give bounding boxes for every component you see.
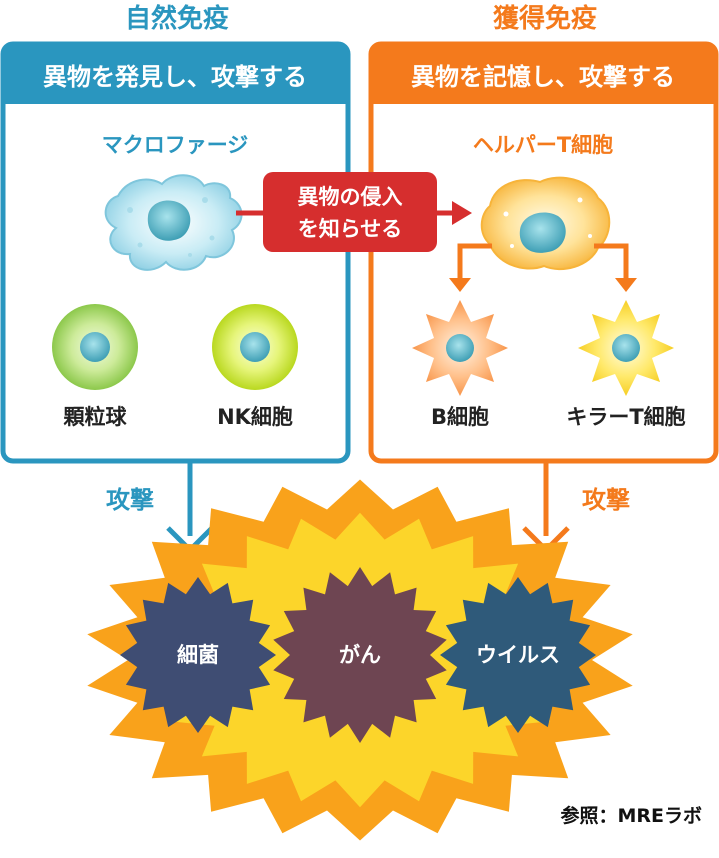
innate-banner: 異物を発見し、攻撃する: [43, 63, 307, 91]
acquired-banner: 異物を記憶し、攻撃する: [411, 63, 675, 91]
helper-t-cell-icon: [480, 176, 611, 271]
macrophage-cell-icon: [104, 174, 243, 271]
signal-arrow: 異物の侵入 を知らせる: [236, 172, 472, 252]
virus-label: ウイルス: [476, 643, 560, 667]
acquired-attack-arrow: 攻撃: [522, 461, 630, 554]
innate-attack-label: 攻撃: [106, 486, 154, 514]
arrow-to-bcell-icon: [449, 278, 471, 292]
acquired-title: 獲得免疫: [493, 3, 597, 34]
acquired-attack-label: 攻撃: [582, 486, 630, 514]
b-cell-label: B細胞: [431, 405, 489, 429]
b-cell-icon: [412, 300, 508, 396]
macrophage-label: マクロファージ: [102, 133, 249, 157]
signal-line1: 異物の侵入: [298, 185, 403, 209]
granulocyte-cell-icon: [52, 304, 138, 390]
innate-attack-arrow: 攻撃: [106, 461, 214, 554]
arrow-to-killer-icon: [615, 278, 637, 292]
bacteria-label: 細菌: [177, 643, 219, 667]
nk-cell-label: NK細胞: [217, 405, 293, 429]
signal-line2: を知らせる: [298, 217, 403, 241]
acquired-panel: 異物を記憶し、攻撃する ヘルパーT細胞 B細胞 キラーT細胞: [368, 41, 719, 464]
cancer-target: [273, 567, 447, 743]
innate-panel: 異物を発見し、攻撃する マクロファージ 顆粒球 NK細胞: [0, 41, 351, 464]
killer-t-label: キラーT細胞: [566, 405, 685, 429]
virus-spiky-shape: [440, 577, 596, 733]
bacteria-target: [120, 577, 276, 733]
helper-t-label: ヘルパーT細胞: [473, 133, 613, 157]
bacteria-spiky-shape: [120, 577, 276, 733]
cancer-label: がん: [339, 643, 381, 667]
source-credit: 参照：MREラボ: [560, 804, 702, 827]
granulocyte-label: 顆粒球: [64, 405, 128, 429]
branch-arrows-icon: [457, 243, 629, 282]
signal-arrowhead-icon: [452, 201, 472, 225]
innate-title: 自然免疫: [125, 3, 229, 34]
nk-cell-icon: [212, 304, 298, 390]
cancer-spiky-shape: [273, 567, 447, 743]
virus-target: [440, 577, 596, 733]
killer-t-cell-icon: [578, 300, 674, 396]
